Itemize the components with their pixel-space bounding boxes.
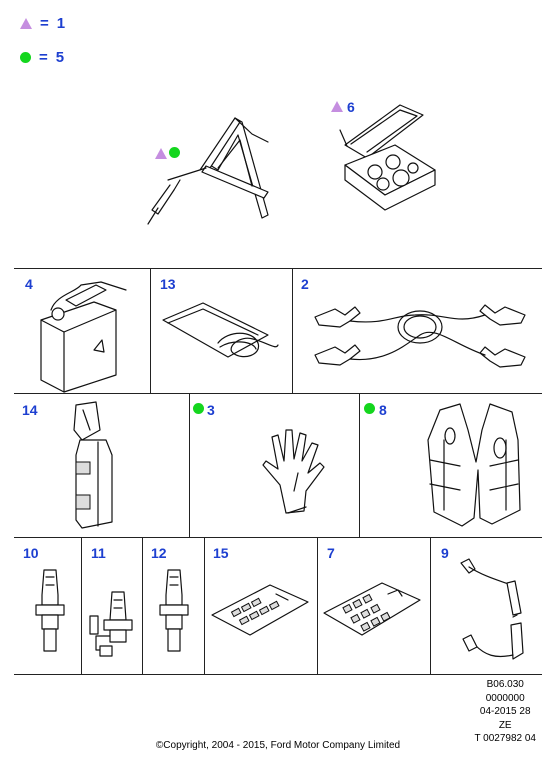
panel-fuel-can [14,268,151,393]
legend-triangle-row: = 1 [20,15,65,32]
copyright-notice: ©Copyright, 2004 - 2015, Ford Motor Comp… [155,740,401,751]
warning-triangle-illustration [147,117,269,225]
panel-fire-extinguisher [14,393,190,537]
first-aid-kit-illustration [339,104,436,211]
triangle-marker-icon [331,101,343,112]
panel-bulb-10 [14,537,82,674]
triangle-marker-icon [20,18,32,29]
grid-line [14,537,542,538]
reference-block: B06.030 0000000 04-2015 28 ZE T 0027982 … [474,678,536,746]
fuse-kit-illustration [211,584,309,636]
part-number-13: 13 [160,276,176,292]
legend-dot-row: = 5 [20,49,64,66]
legend-equals: = [40,15,49,32]
reference-line: 04-2015 28 [479,706,531,717]
part-number-10: 10 [23,545,39,561]
panel-fuse-kit-15 [205,537,318,674]
fuel-can-illustration [40,281,127,393]
part-number-6: 6 [347,99,355,115]
fire-extinguisher-illustration [73,401,113,529]
reference-line: 0000000 [485,692,525,704]
retaining-clip-illustration [460,558,524,660]
bulb-h7-illustration [89,591,133,657]
grid-line [14,674,542,675]
storage-bag-illustration [162,302,279,358]
legend-equals: = [39,49,48,66]
bulb-h1-illustration [159,569,189,652]
part-number-8: 8 [379,402,387,418]
fuse-kit-illustration [323,582,421,636]
part-number-9: 9 [441,545,449,561]
part-number-11: 11 [91,545,106,561]
jump-leads-illustration [314,304,526,368]
part-number-3: 3 [207,402,215,418]
part-number-14: 14 [22,402,38,418]
dot-marker-icon [169,147,180,158]
part-number-2: 2 [301,276,309,292]
part-number-12: 12 [151,545,167,561]
reference-line: B06.030 [486,679,524,690]
panel-bulb-11 [82,537,143,674]
grid-line [14,268,542,269]
safety-vest-illustration [427,403,521,527]
dot-marker-icon [193,403,204,414]
panel-gloves [190,393,360,537]
gloves-illustration [262,429,325,514]
legend-dot-value: 5 [55,49,65,66]
dot-marker-icon [20,52,31,63]
dot-marker-icon [364,403,375,414]
bulb-h1-illustration [35,569,65,652]
legend-triangle-value: 1 [56,15,66,32]
part-number-7: 7 [327,545,335,561]
reference-line: ZE [498,719,512,731]
part-number-15: 15 [213,545,229,561]
panel-storage-bag [151,268,293,393]
part-number-4: 4 [25,276,33,292]
reference-line: T 0027982 04 [474,733,536,744]
grid-line [14,393,542,394]
triangle-marker-icon [155,148,167,159]
panel-fuse-kit-7 [318,537,431,674]
panel-bulb-12 [143,537,205,674]
